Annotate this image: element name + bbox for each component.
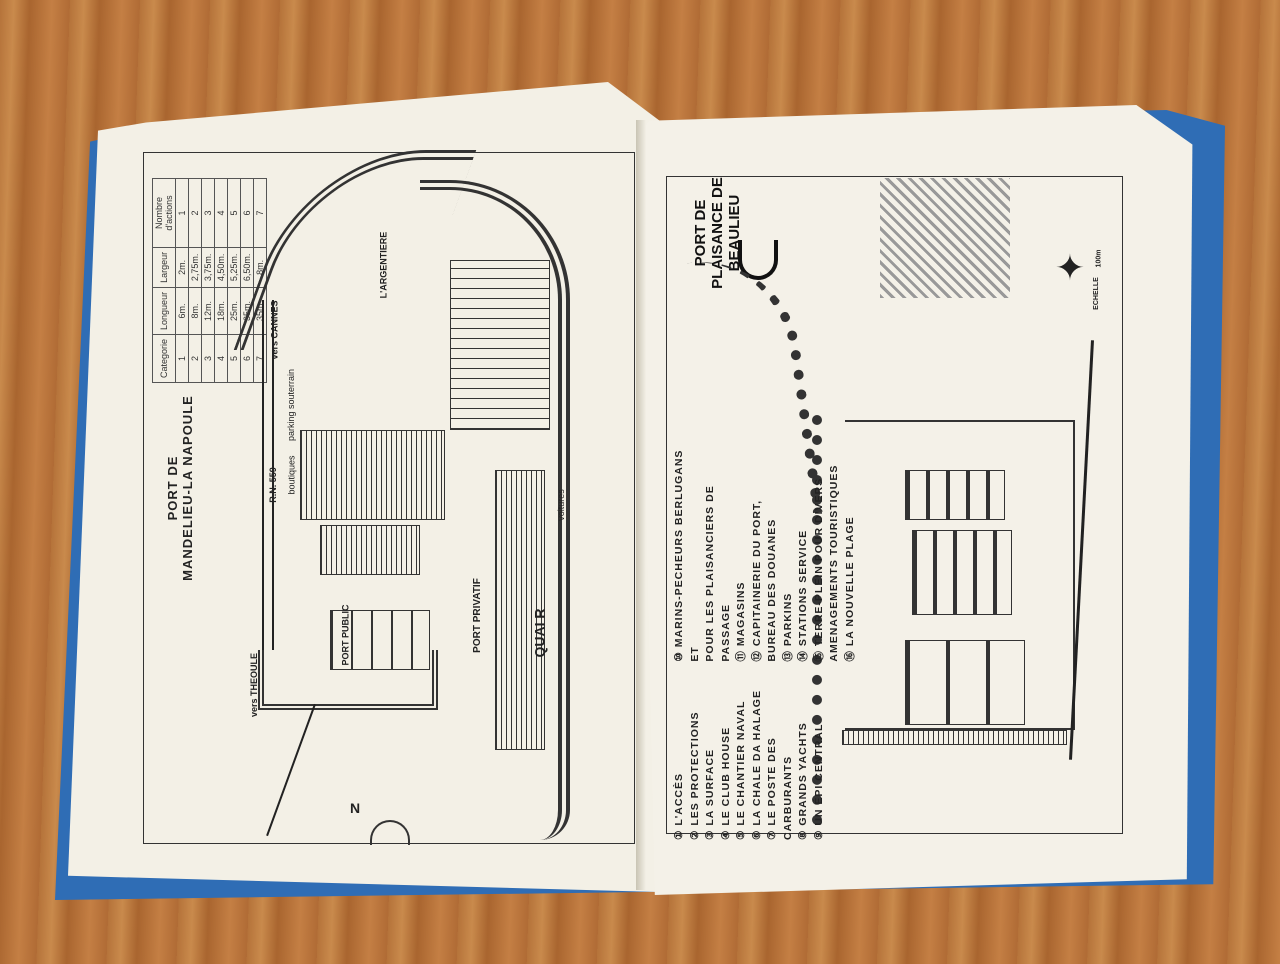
theoule-label: vers THEOULE (249, 652, 260, 718)
berths-block (495, 470, 545, 750)
river-label: L'ARGENTIERE (378, 231, 389, 299)
shops-label: boutiques (286, 455, 297, 495)
legend-item: CARBURANTS (781, 755, 794, 840)
table-cell: 2 (188, 334, 202, 383)
quay-label: QUAI R (531, 608, 548, 658)
legend-item: ⑪ MAGASINS (735, 581, 747, 662)
beaulieu-map-frame (666, 176, 1123, 834)
scale-label: ECHELLE (1092, 277, 1100, 310)
legend-item: BUREAU DES DOUANES (766, 518, 778, 662)
compass-star-icon: ✦ (1054, 247, 1086, 288)
table-cell: 4,50m. (214, 247, 228, 288)
table-cell: 1 (175, 178, 189, 248)
table-cell: 7 (253, 178, 267, 248)
anchor-icon (738, 240, 778, 280)
table-cell: 4 (214, 334, 228, 383)
legend-item: ⑯ LA NOUVELLE PLAGE (843, 516, 856, 662)
table-cell: 12m. (201, 287, 215, 335)
table-cell: 2 (188, 178, 202, 248)
table-cell: 3,75m. (201, 247, 215, 288)
table-cell: 2,75m. (188, 247, 202, 288)
berths-block (300, 430, 445, 520)
road-rn559 (272, 300, 274, 650)
legend-item: ① L'ACCÈS (673, 773, 685, 840)
legend-item: AMENAGEMENTS TOURISTIQUES (828, 464, 840, 662)
town-buildings (880, 178, 1010, 298)
legend-item: ⑮ TERRE-PLEIN POUR DIVERS (812, 477, 825, 662)
legend-item: ⑧ GRANDS YACHTS (797, 722, 809, 840)
public-port-label: PORT PUBLIC (340, 604, 351, 666)
table-cell: 3 (201, 178, 215, 248)
legend-item: ⑭ STATIONS SERVICE (797, 529, 809, 662)
road-rn559 (262, 300, 264, 650)
table-cell: 18m. (214, 287, 228, 335)
table-cell: 6 (240, 178, 254, 248)
berths-block (330, 610, 430, 670)
legend-item: ② LES PROTECTIONS (688, 711, 701, 840)
table-cell: 6m. (175, 287, 189, 335)
public-port-quay (258, 650, 438, 710)
legend-item: ⑨ UN ÉPI CENTRAL (812, 723, 825, 840)
table-cell: 3 (201, 334, 215, 383)
legend-item: ⑥ LA CHALE DA HALAGE (750, 690, 763, 840)
legend-item: ⑩ MARINS-PECHEURS BERLUGANS ET (673, 449, 701, 662)
table-cell: 5 (227, 178, 241, 248)
legend-item: ⑬ PARKINS (781, 592, 794, 662)
berths-block (912, 530, 1012, 615)
legend-item: ⑦ LE POSTE DES (766, 737, 778, 840)
private-port-label: PORT PRIVATIF (471, 578, 483, 653)
legend-item: ⑫ CAPITAINERIE DU PORT, (750, 499, 763, 662)
berths-block (905, 470, 1005, 520)
scale-max: 100m (1095, 249, 1103, 268)
berths-block (842, 730, 1067, 745)
table-cell: 8m. (188, 287, 202, 335)
table-cell: 1 (175, 334, 189, 383)
berths-block (450, 260, 550, 430)
legend-item: ⑤ LE CHANTIER NAVAL (735, 700, 747, 840)
table-cell: 4 (214, 178, 228, 248)
harbour-basin (845, 420, 1075, 730)
table-cell: 5,25m. (227, 247, 241, 288)
table-cell: 2m. (175, 247, 189, 288)
legend-item: ③ LA SURFACE (704, 748, 716, 840)
book-spine (636, 120, 646, 890)
legend-item: POUR LES PLAISANCIERS DE PASSAGE (704, 485, 732, 662)
road-label: R.N. 559 (267, 467, 278, 503)
parking-label: parking souterrain (286, 368, 297, 442)
cannes-label: vers CANNES (269, 300, 280, 360)
table-cell: 6,50m. (240, 247, 254, 288)
berths-block (905, 640, 1025, 725)
main-jetty (812, 415, 852, 825)
north-label: N (350, 800, 361, 816)
table-cell: 25m. (227, 287, 241, 335)
legend-item: ④ LE CLUB HOUSE (719, 726, 732, 840)
cars-label: voitures (555, 489, 566, 521)
berths-block (320, 525, 420, 575)
